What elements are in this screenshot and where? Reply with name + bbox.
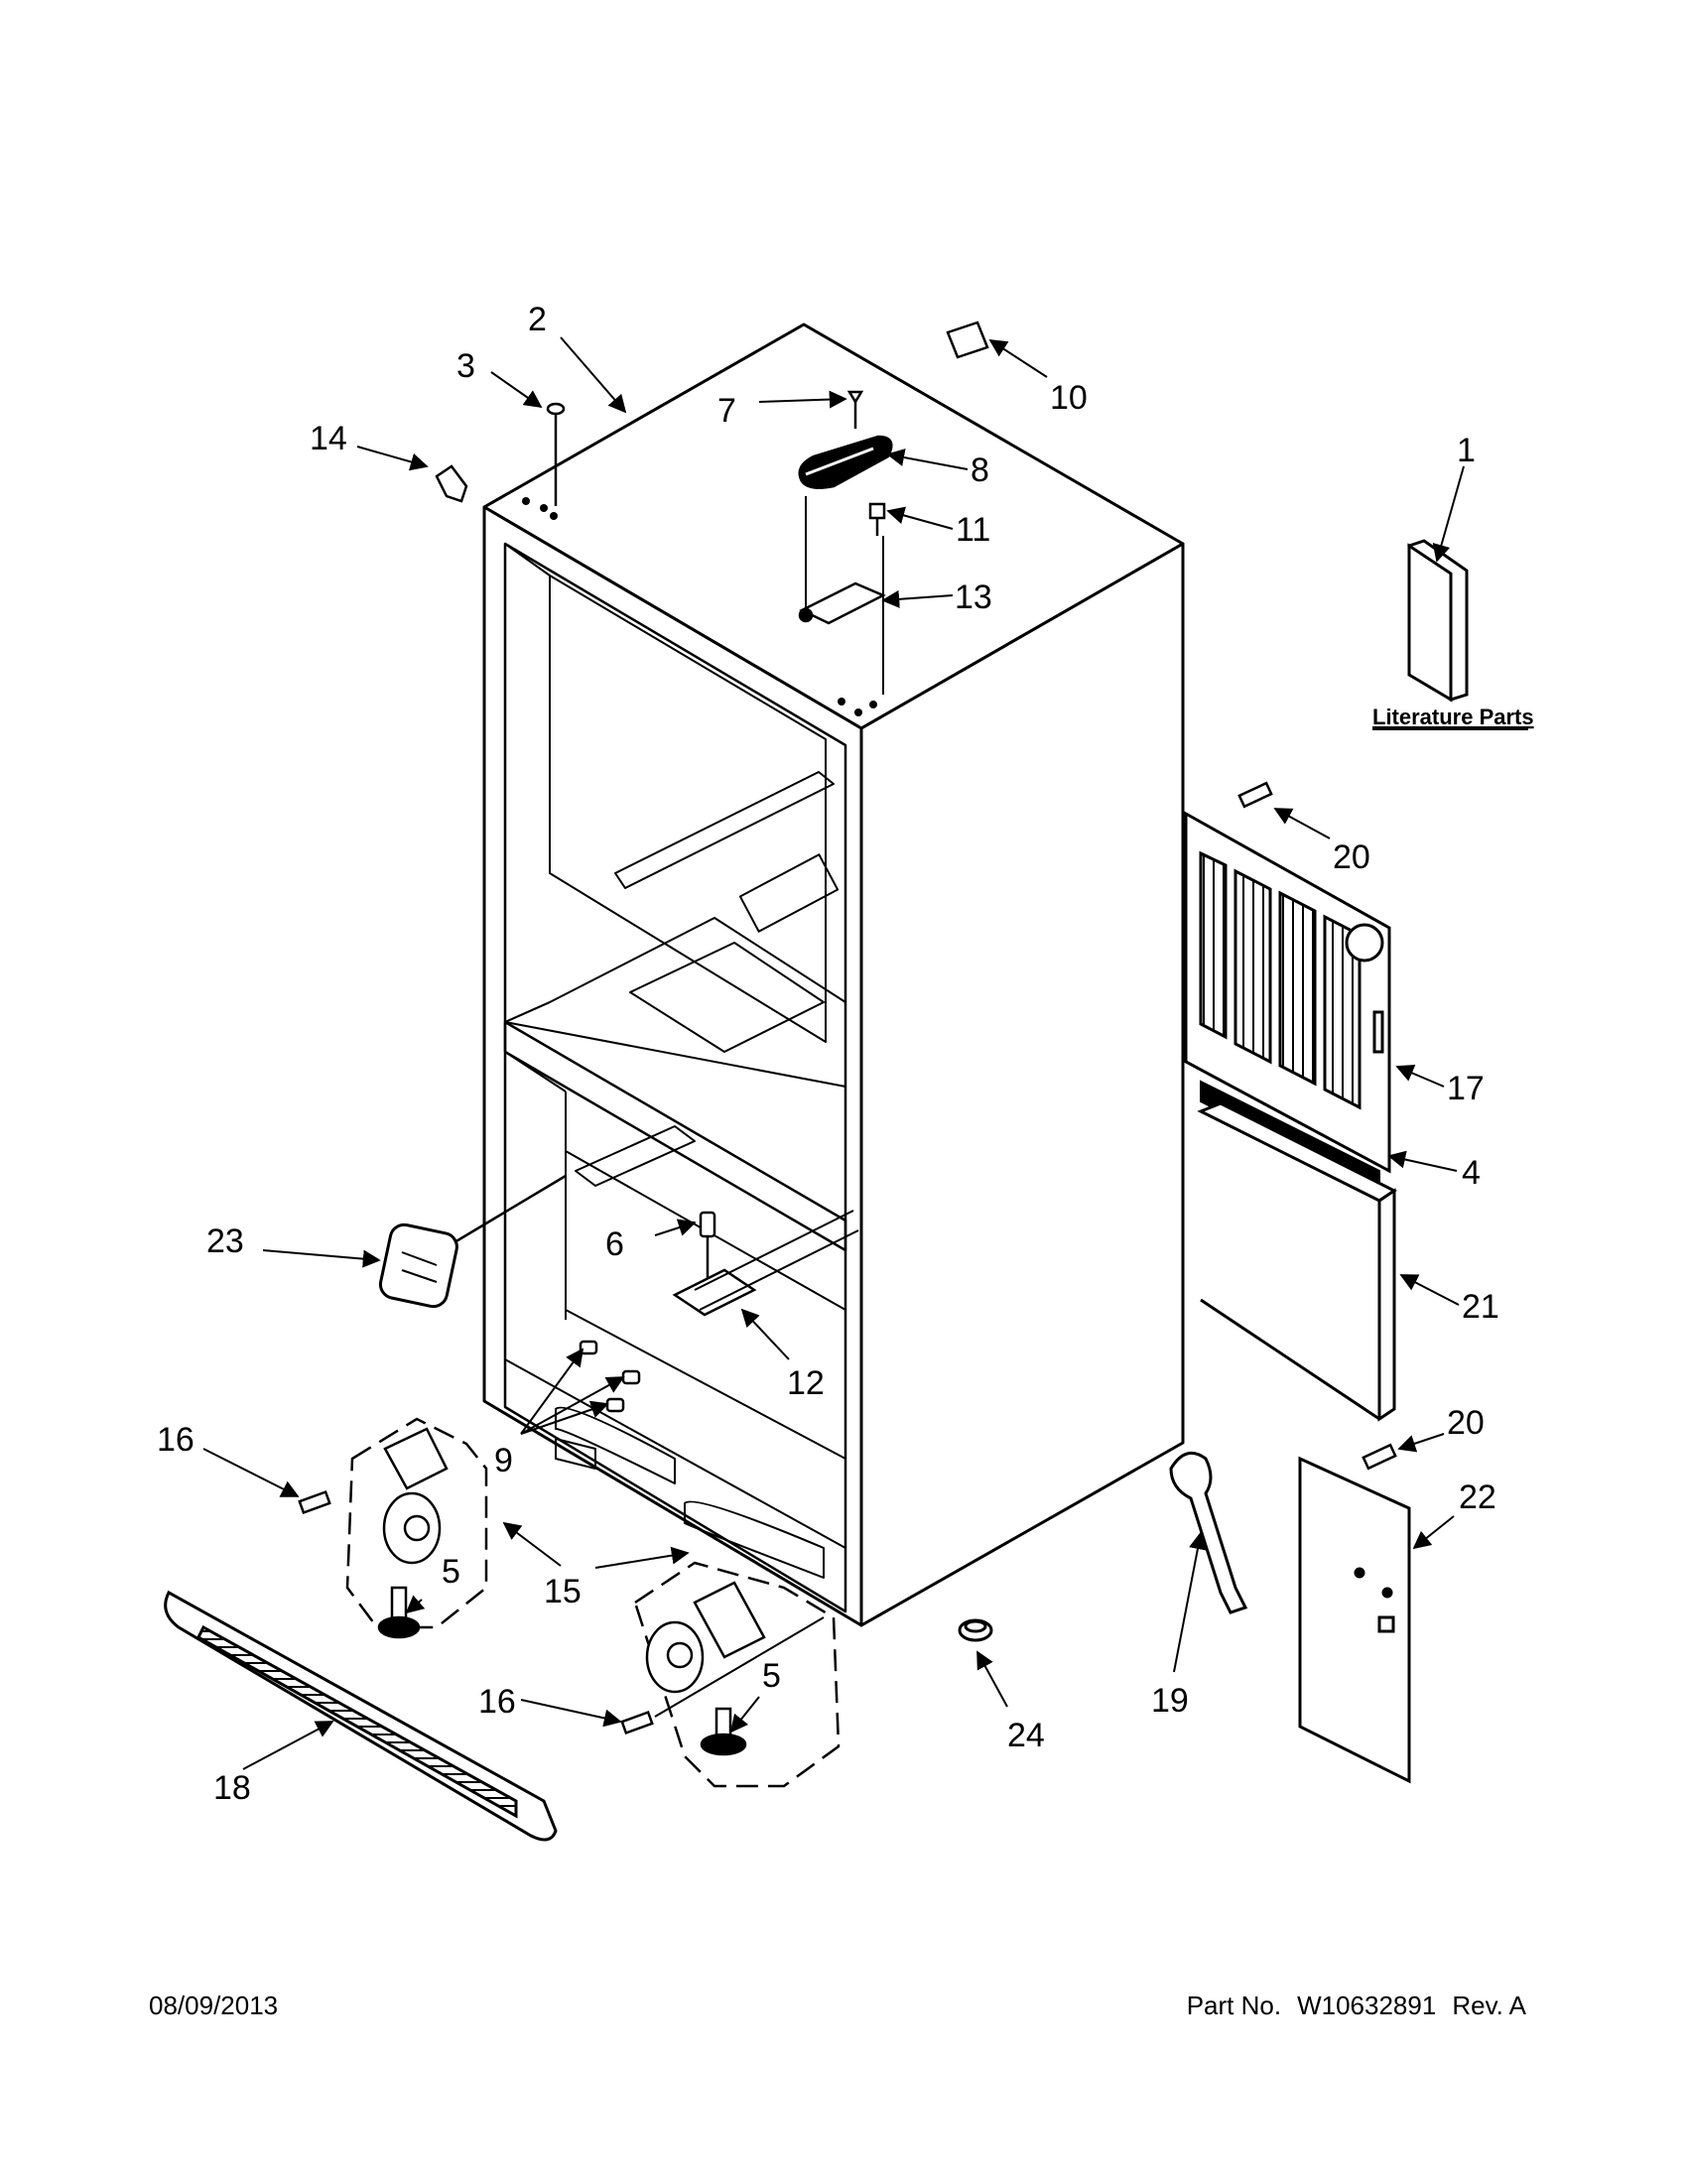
footer-part-number: Part No. W10632891 Rev. A [1187,1991,1526,2021]
callout-16-right: 16 [478,1683,516,1721]
callout-21: 21 [1462,1288,1499,1326]
callout-2: 2 [528,301,547,338]
callout-22: 22 [1459,1478,1496,1516]
literature-booklet [1407,539,1469,703]
callout-20-upper: 20 [1333,838,1370,876]
insulation-block [1197,1101,1397,1422]
callout-8: 8 [971,451,989,489]
caster-assembly-right [633,1561,841,1788]
label-plate [946,321,989,359]
revision: Rev. A [1452,1991,1526,2020]
caster-assembly-left [345,1417,488,1639]
callout-6: 6 [605,1225,624,1263]
callout-19: 19 [1151,1682,1189,1720]
part-label: Part No. [1186,1991,1282,2020]
callout-3: 3 [456,347,475,385]
callout-9: 9 [494,1442,513,1479]
callout-7: 7 [717,392,736,430]
kick-plate-grille [164,1590,558,1842]
callout-12: 12 [787,1364,825,1402]
callout-17: 17 [1447,1070,1485,1107]
control-module [378,1222,458,1309]
callout-15: 15 [544,1573,582,1610]
callout-16-left: 16 [157,1421,195,1459]
callout-18: 18 [213,1769,251,1807]
freezer-pin-bracket [672,1210,859,1317]
trim-clip [435,464,468,503]
rear-access-panel [1298,1456,1411,1784]
caster-screw-right [620,1710,654,1735]
callout-4: 4 [1462,1154,1481,1192]
footer-date: 08/09/2013 [149,1991,279,2020]
leader-arrows [202,336,1465,1770]
cabinet-top-holes [522,497,877,716]
callout-labels: 1 2 3 14 7 8 10 11 13 20 17 4 21 20 22 2… [157,301,1499,1807]
callout-11: 11 [956,511,990,549]
literature-parts-label: Literature Parts [1372,705,1534,729]
callout-20-lower: 20 [1447,1404,1485,1442]
hole-plug [958,1618,993,1642]
callout-14: 14 [310,420,347,457]
callout-23: 23 [206,1222,244,1260]
leveling-wrench [1169,1451,1248,1614]
callout-24: 24 [1007,1717,1045,1754]
freezer-screws [579,1340,641,1413]
callout-5-right: 5 [762,1657,781,1695]
callout-13: 13 [955,578,992,616]
caster-screw-left [298,1489,331,1515]
refrigerator-cabinet [482,322,1185,1627]
top-screw [546,402,566,506]
screw-lower [1362,1443,1397,1471]
callout-10: 10 [1050,379,1088,417]
part-number: W10632891 [1297,1991,1437,2020]
front-grille-panel [1184,811,1391,1174]
callout-1: 1 [1457,432,1476,469]
callout-5-left: 5 [442,1553,460,1591]
screw-upper [1237,781,1273,809]
